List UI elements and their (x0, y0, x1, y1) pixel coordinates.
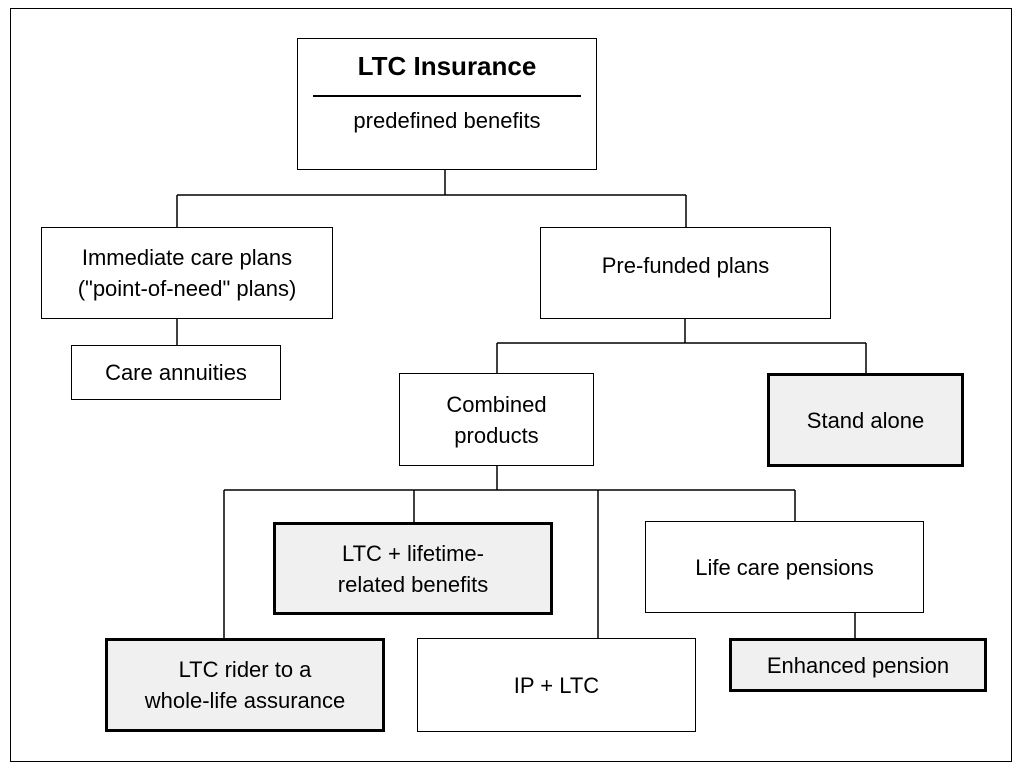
care-annuities-box: Care annuities (71, 345, 281, 400)
title-divider (313, 95, 581, 97)
ltc-rider-box: LTC rider to a whole-life assurance (105, 638, 385, 732)
ip-ltc-box: IP + LTC (417, 638, 696, 732)
lifetime-line1: LTC + lifetime- (341, 540, 484, 566)
rider-line2: whole-life assurance (144, 688, 346, 713)
ltc-lifetime-benefits-box: LTC + lifetime- related benefits (273, 522, 553, 615)
life-care-pensions-label: Life care pensions (695, 554, 874, 580)
care-annuities-label: Care annuities (105, 360, 247, 385)
ip-ltc-label: IP + LTC (513, 672, 600, 698)
immediate-care-line1: Immediate care plans (81, 245, 293, 270)
connector-combined (223, 466, 796, 638)
enhanced-pension-label: Enhanced pension (766, 652, 950, 678)
combined-line2: products (454, 422, 539, 448)
pre-funded-plans-box: Pre-funded plans (540, 227, 831, 319)
ltc-insurance-title: LTC Insurance (357, 51, 537, 81)
life-care-pensions-box: Life care pensions (645, 521, 924, 613)
predefined-benefits-label: predefined benefits (353, 108, 541, 133)
connector-prefunded (496, 319, 867, 373)
diagram-frame (10, 8, 1012, 762)
immediate-care-plans-box: Immediate care plans ("point-of-need" pl… (41, 227, 333, 319)
combined-products-box: Combined products (399, 373, 594, 466)
enhanced-pension-box: Enhanced pension (729, 638, 987, 692)
pre-funded-plans-label: Pre-funded plans (601, 253, 770, 278)
stand-alone-box: Stand alone (767, 373, 964, 467)
lifetime-line2: related benefits (337, 571, 489, 597)
stand-alone-label: Stand alone (806, 407, 925, 433)
connector-root (176, 170, 687, 227)
ltc-insurance-box: LTC Insurance predefined benefits (297, 38, 597, 170)
immediate-care-line2: ("point-of-need" plans) (77, 276, 297, 301)
combined-line1: Combined (446, 391, 547, 417)
rider-line1: LTC rider to a (178, 657, 312, 682)
